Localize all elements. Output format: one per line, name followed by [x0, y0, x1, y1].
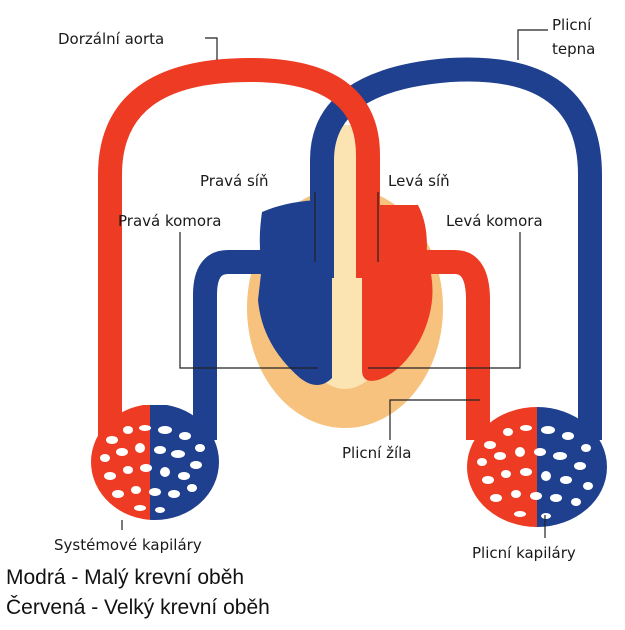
label-systemic-capillaries: Systémové kapiláry — [54, 536, 202, 554]
label-pulmonary-vein: Plicní žíla — [342, 444, 411, 462]
pulmonary-capillary-bed — [467, 407, 607, 527]
label-left-ventricle: Levá komora — [446, 212, 543, 230]
label-pulmonary-capillaries: Plicní kapiláry — [472, 544, 576, 562]
label-pulmonary-artery-line1: Plicní — [552, 16, 592, 34]
label-left-atrium: Levá síň — [388, 172, 450, 190]
legend-blue-pulmonary-circulation: Modrá - Malý krevní oběh — [6, 566, 244, 590]
legend-red-systemic-circulation: Červená - Velký krevní oběh — [6, 596, 270, 620]
label-dorsal-aorta: Dorzální aorta — [58, 30, 164, 48]
label-right-atrium: Pravá síň — [200, 172, 268, 190]
label-right-ventricle: Pravá komora — [118, 212, 221, 230]
label-pulmonary-artery-line2: tepna — [552, 40, 595, 58]
systemic-capillary-bed — [91, 404, 219, 520]
